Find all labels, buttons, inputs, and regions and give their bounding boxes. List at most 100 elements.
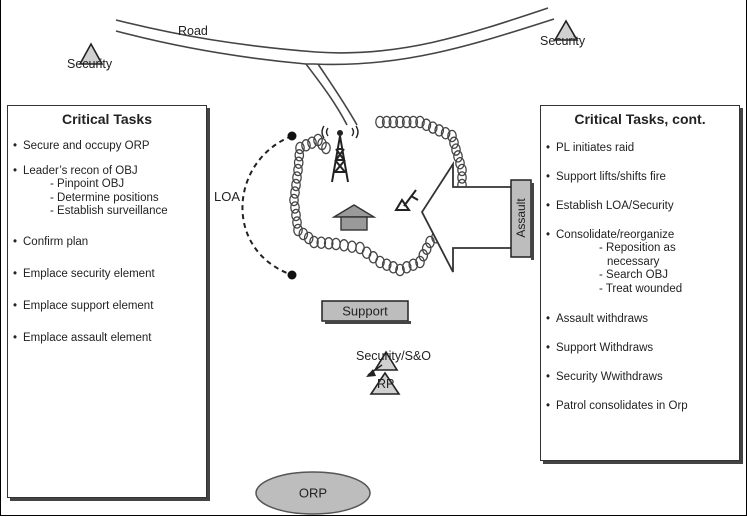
task-item: Assault withdraws: [545, 312, 735, 326]
wire-coil: [421, 118, 432, 132]
support-element: [321, 300, 411, 324]
wire-coil: [388, 261, 399, 274]
loa-label: LOA: [214, 189, 241, 204]
task-item: Consolidate/reorganize: [545, 228, 735, 242]
wire-coil: [323, 237, 334, 250]
assault-arrow: [420, 160, 513, 273]
wire-coil: [388, 115, 399, 129]
wire-coil: [292, 171, 302, 184]
wire-coil: [290, 201, 300, 214]
task-item: Leader’s recon of OBJ: [12, 164, 202, 178]
assault-element: [510, 179, 534, 260]
subtask-item: - Search OBJ: [599, 269, 669, 281]
subtask-item: - Determine positions: [50, 191, 159, 204]
task-list: Consolidate/reorganize: [545, 228, 735, 242]
rp-label: RP: [377, 377, 395, 391]
wire-coil: [309, 235, 319, 249]
wire-coil: [421, 242, 432, 255]
subtask-item: - Reposition as necessary: [599, 242, 676, 268]
task-item: Emplace support element: [12, 299, 202, 313]
critical-tasks-panel: Critical Tasks Secure and occupy ORP Lea…: [7, 105, 207, 498]
wire-coil: [395, 115, 405, 129]
security-triangle-icon: [78, 19, 579, 395]
task-item: Emplace assault element: [12, 331, 202, 345]
task-list: Confirm plan: [12, 235, 202, 249]
wire-coil: [292, 216, 302, 229]
task-list: Security Wwithdraws: [545, 370, 735, 384]
subtask-list: - Pinpoint OBJ - Determine positions - E…: [50, 178, 202, 219]
wire-coil: [291, 208, 301, 222]
wire-coil: [291, 178, 301, 192]
task-item: Support lifts/shifts fire: [545, 170, 735, 184]
support-label: Support: [342, 303, 388, 319]
wire-coil: [418, 249, 429, 262]
wire-coil: [395, 263, 405, 277]
wire-coil: [301, 139, 311, 152]
critical-tasks-cont-panel: Critical Tasks, cont. PL initiates raid …: [540, 105, 740, 461]
wire-coil: [355, 241, 365, 255]
wire-coil: [339, 239, 349, 252]
mortar-icon: [394, 189, 419, 211]
security-label-top-right: Security: [540, 34, 586, 48]
road: [115, 7, 555, 126]
wire-coil: [401, 115, 412, 129]
wire-coil: [375, 115, 385, 129]
wire-coil: [408, 115, 419, 129]
security-label-top-left: Security: [67, 57, 113, 71]
radio-tower-icon: [321, 125, 359, 183]
wire-coil: [293, 223, 303, 237]
task-list: Assault withdraws: [545, 312, 735, 326]
wire-coil: [427, 121, 438, 134]
task-item: Support Withdraws: [545, 341, 735, 355]
task-list: Emplace support element: [12, 299, 202, 313]
wire-coil: [457, 171, 467, 184]
wire-coil: [434, 124, 445, 137]
task-list: Emplace assault element: [12, 331, 202, 345]
wire-coil: [447, 129, 457, 143]
wire-coil: [295, 141, 305, 155]
wire-coil: [415, 115, 425, 129]
wire-coil: [289, 193, 299, 207]
wire-coil: [294, 149, 305, 162]
orp-label: ORP: [298, 485, 328, 501]
task-list: Patrol consolidates in Orp: [545, 399, 735, 413]
wire-coil: [408, 258, 419, 271]
wire-coil: [440, 126, 451, 140]
loa-line: [241, 131, 297, 280]
wire-coil: [401, 261, 412, 274]
wire-coil: [453, 150, 463, 163]
task-list: Emplace security element: [12, 267, 202, 281]
wire-coil: [307, 136, 317, 149]
wire-coil: [451, 143, 461, 156]
task-item: Patrol consolidates in Orp: [545, 399, 735, 413]
task-item: Establish LOA/Security: [545, 199, 735, 213]
wire-coil: [316, 236, 327, 249]
task-item: PL initiates raid: [545, 141, 735, 155]
wire-coil: [293, 156, 304, 169]
task-list: Secure and occupy ORP: [12, 139, 202, 153]
wire-coil: [455, 156, 465, 170]
wire-coil: [381, 258, 392, 271]
task-list: Support lifts/shifts fire: [545, 170, 735, 184]
panel-title: Critical Tasks, cont.: [574, 111, 706, 127]
road-label: Road: [178, 24, 208, 38]
wire-coil: [415, 255, 425, 269]
task-item: Secure and occupy ORP: [12, 139, 202, 153]
assault-label: Assault: [514, 198, 528, 238]
wire-coil: [290, 186, 300, 199]
security-label-bottom: Security/S&O: [356, 349, 432, 363]
task-item: Security Wwithdraws: [545, 370, 735, 384]
subtask-list: - Reposition as necessary - Search OBJ -…: [599, 242, 729, 296]
building-icon: [331, 204, 377, 231]
panel-title: Critical Tasks: [61, 111, 152, 127]
wire-coil: [381, 115, 392, 129]
wire-coil: [321, 141, 331, 155]
subtask-item: - Treat wounded: [599, 282, 683, 295]
wire-coil: [457, 163, 467, 177]
task-list: PL initiates raid: [545, 141, 735, 155]
task-list: Establish LOA/Security: [545, 199, 735, 213]
wire-coil: [303, 231, 314, 245]
wire-coil: [331, 237, 341, 251]
